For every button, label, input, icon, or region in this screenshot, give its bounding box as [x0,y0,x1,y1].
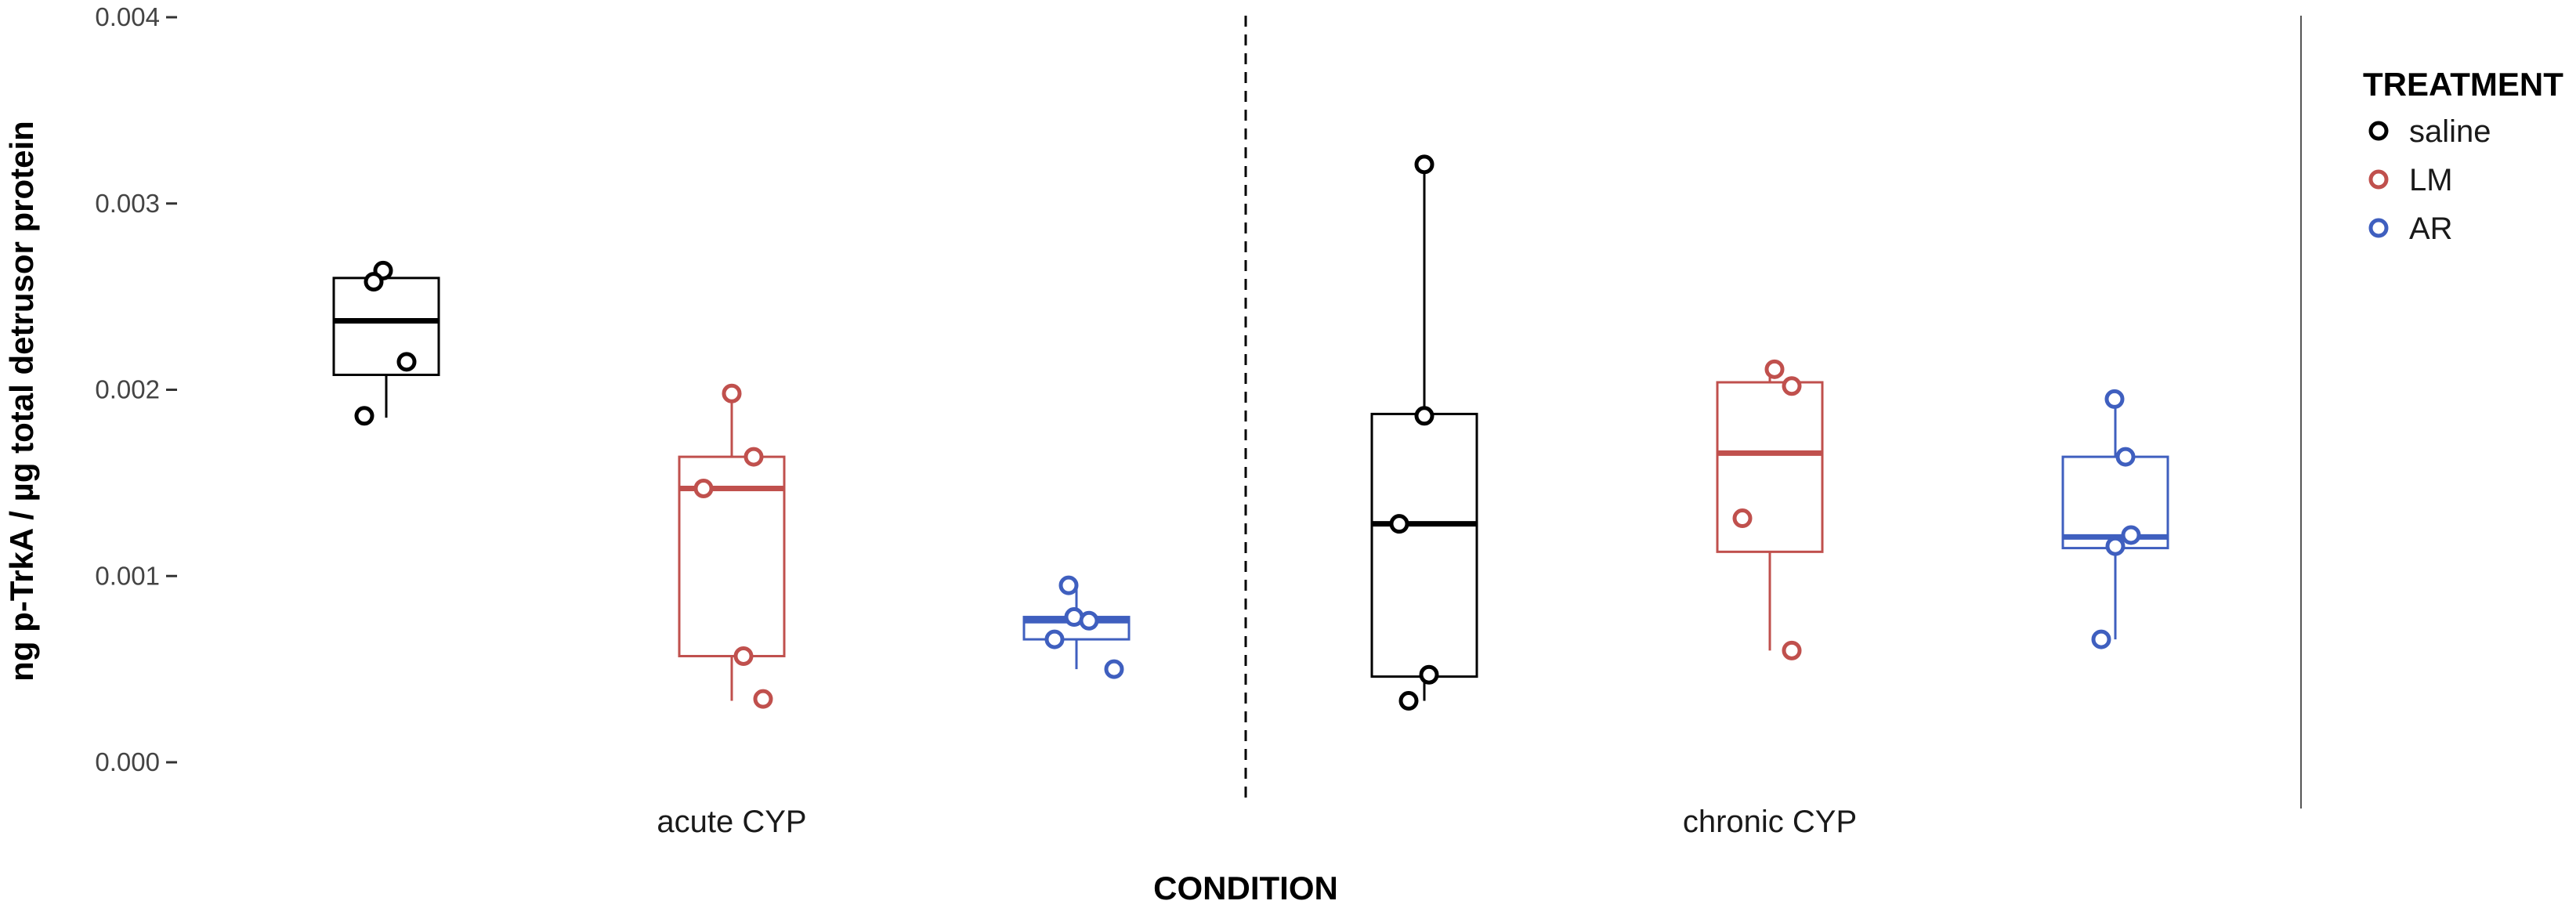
data-point [2105,536,2126,556]
box-group [1370,154,1478,711]
data-point [733,646,754,666]
x-category-label: acute CYP [657,805,806,839]
data-point [2104,389,2125,409]
data-point [1079,610,1099,631]
box-iqr [332,277,440,376]
legend-title: TREATMENT [2363,66,2563,103]
y-tick-label: 0.002 [95,375,160,404]
legend-key [2368,169,2389,190]
box-group [332,260,440,426]
data-point [364,272,384,292]
y-axis-title: ng p-TrkA / µg total detrusor protein [3,121,40,682]
data-point [2115,447,2136,467]
data-point [2121,525,2141,545]
box-group [1716,359,1824,660]
data-point [1782,376,1802,396]
box-group [2061,389,2169,649]
data-point [1104,659,1124,679]
data-point [1782,640,1802,660]
y-tick-label: 0.003 [95,189,160,218]
box-groups [332,154,2169,711]
data-point [2091,629,2111,649]
data-point [1419,664,1439,685]
data-point [1044,629,1065,649]
box-group [1022,575,1131,679]
data-point [693,479,714,499]
data-point [354,406,374,426]
data-point [722,383,742,403]
box-iqr [678,455,786,657]
box-iqr [1370,412,1478,678]
y-tick-label: 0.000 [95,747,160,776]
box-group [678,383,786,709]
legend-label: LM [2409,163,2453,197]
data-point [1732,508,1753,529]
data-point [1414,154,1435,175]
legend-key [2368,121,2389,141]
separators [1244,16,2302,809]
legend-key [2368,218,2389,238]
data-point [743,447,764,467]
data-point [1398,691,1419,711]
data-point [1058,575,1079,595]
legend-label: saline [2409,114,2491,149]
y-tick-label: 0.001 [95,561,160,590]
data-point [753,689,773,709]
legend-label: AR [2409,212,2453,246]
x-axis: acute CYP chronic CYP [657,805,1857,839]
data-point [1389,514,1409,534]
y-tick-label: 0.004 [95,2,160,31]
box-iqr [1716,381,1824,553]
x-category-label: chronic CYP [1683,805,1857,839]
data-point [1764,359,1785,379]
data-point [1414,406,1435,426]
data-point [396,352,417,372]
y-axis: 0.000 0.001 0.002 0.003 0.004 [95,2,177,776]
x-axis-title: CONDITION [1153,870,1338,906]
